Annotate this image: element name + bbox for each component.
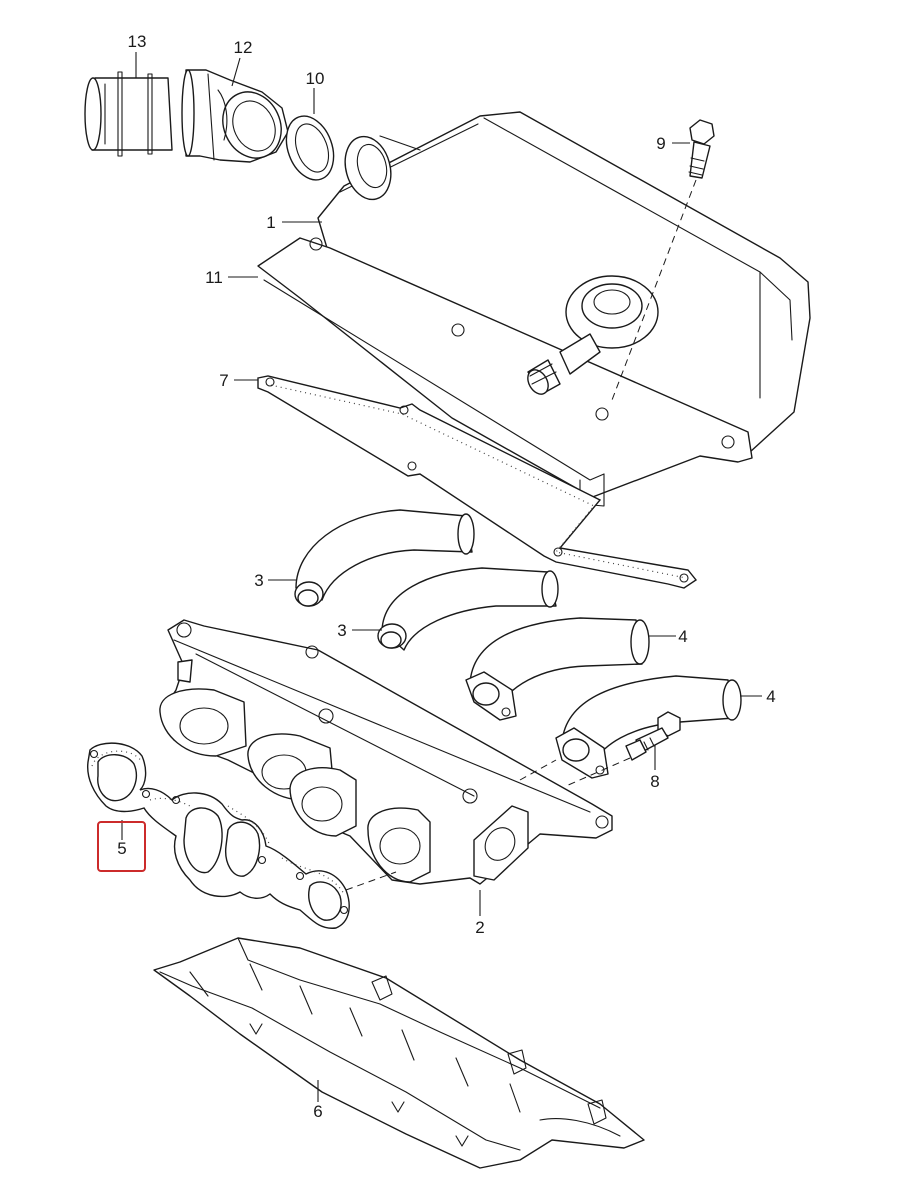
callout-13[interactable]: 13 bbox=[128, 32, 147, 51]
leader-lines bbox=[121, 52, 762, 1102]
part-3-runner-b bbox=[377, 567, 559, 651]
part-2-lower-manifold bbox=[159, 619, 613, 885]
part-5-port-gasket bbox=[87, 742, 397, 929]
callout-3-upper[interactable]: 3 bbox=[254, 571, 263, 590]
part-12-elbow bbox=[181, 69, 289, 163]
callout-9[interactable]: 9 bbox=[656, 134, 665, 153]
callout-8[interactable]: 8 bbox=[650, 772, 659, 791]
callout-labels: 13 12 10 9 1 11 7 3 3 4 4 8 5 2 6 bbox=[97, 32, 776, 1121]
callout-3-lower[interactable]: 3 bbox=[337, 621, 346, 640]
callout-2[interactable]: 2 bbox=[475, 918, 484, 937]
part-4-runner-a bbox=[465, 617, 650, 721]
callout-5[interactable]: 5 bbox=[117, 839, 126, 858]
part-4-runner-b bbox=[555, 675, 742, 779]
part-7-gasket bbox=[257, 375, 698, 589]
callout-11[interactable]: 11 bbox=[205, 268, 223, 287]
callout-7[interactable]: 7 bbox=[219, 371, 228, 390]
callout-12[interactable]: 12 bbox=[234, 38, 253, 57]
part-9-bolt bbox=[611, 119, 715, 401]
part-10-ring bbox=[285, 115, 335, 181]
part-6-heat-shield bbox=[153, 937, 645, 1169]
callout-4-lower[interactable]: 4 bbox=[766, 687, 775, 706]
part-8-bolt bbox=[565, 711, 681, 787]
part-13-sleeve bbox=[84, 71, 173, 157]
callout-1[interactable]: 1 bbox=[266, 213, 275, 232]
callout-6[interactable]: 6 bbox=[313, 1102, 322, 1121]
part-3-runner-a bbox=[294, 509, 475, 607]
callout-4-upper[interactable]: 4 bbox=[678, 627, 687, 646]
callout-10[interactable]: 10 bbox=[306, 69, 325, 88]
part-1-upper-housing bbox=[257, 111, 811, 507]
callout-5-highlight bbox=[97, 821, 146, 872]
